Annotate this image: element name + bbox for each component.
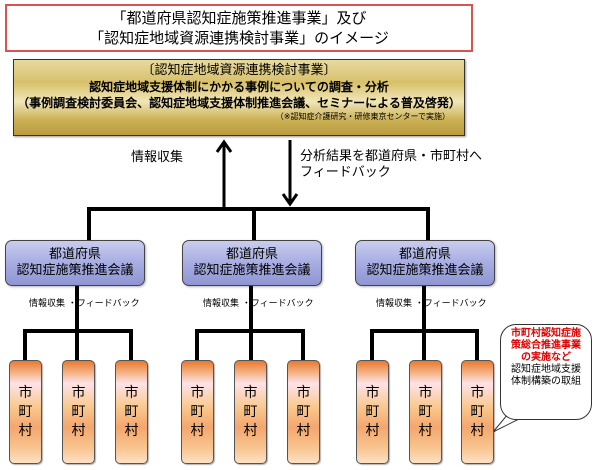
down-arrow-icon: [281, 140, 299, 207]
municipality-box: 市町村: [287, 360, 320, 464]
central-project-note: （※認知症介護研究・研修東京センターで実施）: [275, 112, 450, 121]
municipality-box: 市町村: [62, 360, 95, 464]
municipality-char: 村: [296, 422, 311, 439]
municipality-char: 市: [243, 384, 258, 401]
prefecture-label: 都道府県: [48, 247, 101, 262]
municipality-char: 村: [71, 422, 86, 439]
feedback-label-line-1: 分析結果を都道府県・市町村へ: [300, 149, 483, 164]
prefecture-feedback-label: 情報収集 ・フィードバック: [29, 299, 140, 309]
municipality-char: 市: [365, 384, 380, 401]
council-label: 認知症施策推進会議: [16, 263, 134, 278]
council-label: 認知症施策推進会議: [366, 263, 484, 278]
municipality-char: 町: [418, 403, 433, 420]
title-line-1: 「都道府県認知症施策推進事業」及び: [111, 9, 367, 27]
municipality-box: 市町村: [9, 360, 42, 464]
municipality-char: 市: [71, 384, 86, 401]
municipality-char: 町: [190, 403, 205, 420]
central-project-line-1: 認知症地域支援体制にかかる事例についての調査・分析: [89, 80, 389, 94]
prefecture-feedback-label: 情報収集 ・フィードバック: [376, 299, 487, 309]
central-project-heading: 〔認知症地域資源連携検討事業〕: [141, 63, 337, 78]
prefecture-label: 都道府県: [398, 247, 451, 262]
prefecture-label: 都道府県: [225, 247, 278, 262]
municipality-connector-2: [195, 286, 305, 361]
municipality-char: 町: [124, 403, 139, 420]
municipality-char: 村: [18, 422, 33, 439]
municipality-char: 市: [470, 384, 485, 401]
info-collection-label: 情報収集: [131, 150, 184, 165]
municipality-box: 市町村: [461, 360, 494, 464]
title-line-2: 「認知症地域資源連携検討事業」のイメージ: [89, 29, 389, 47]
municipality-char: 町: [18, 403, 33, 420]
municipality-char: 市: [418, 384, 433, 401]
municipality-connector-3: [370, 286, 479, 361]
municipality-char: 市: [18, 384, 33, 401]
municipality-char: 町: [243, 403, 258, 420]
municipality-char: 市: [296, 384, 311, 401]
municipality-char: 村: [190, 422, 205, 439]
municipality-box: 市町村: [181, 360, 214, 464]
callout-highlight-line-1: 市町村認知症施: [511, 328, 581, 339]
central-project-box: 〔認知症地域資源連携検討事業〕 認知症地域支援体制にかかる事例についての調査・分…: [13, 59, 465, 136]
municipality-char: 村: [243, 422, 258, 439]
diagram-title: 「都道府県認知症施策推進事業」及び 「認知症地域資源連携検討事業」のイメージ: [5, 4, 473, 52]
municipality-char: 村: [365, 422, 380, 439]
council-label: 認知症施策推進会議: [193, 263, 311, 278]
prefecture-council-box: 都道府県 認知症施策推進会議: [5, 240, 145, 286]
prefecture-connector: [87, 207, 430, 241]
prefecture-council-box: 都道府県 認知症施策推進会議: [182, 240, 322, 286]
municipality-char: 町: [470, 403, 485, 420]
prefecture-feedback-label: 情報収集 ・フィードバック: [203, 299, 314, 309]
municipality-box: 市町村: [234, 360, 267, 464]
municipality-box: 市町村: [409, 360, 442, 464]
callout-line-1: 認知症地域支援: [511, 364, 581, 375]
municipality-char: 村: [418, 422, 433, 439]
municipality-box: 市町村: [115, 360, 148, 464]
municipality-char: 市: [124, 384, 139, 401]
up-arrow-icon: [215, 139, 233, 207]
municipality-char: 村: [124, 422, 139, 439]
feedback-label-line-2: フィードバック: [300, 165, 391, 180]
municipality-char: 町: [296, 403, 311, 420]
municipality-connector-1: [23, 286, 133, 361]
municipality-char: 町: [71, 403, 86, 420]
municipality-char: 町: [365, 403, 380, 420]
municipality-char: 村: [470, 422, 485, 439]
prefecture-council-box: 都道府県 認知症施策推進会議: [355, 240, 495, 286]
municipality-char: 市: [190, 384, 205, 401]
central-project-line-2: （事例調査検討委員会、認知症地域支援体制推進会議、セミナーによる普及啓発）: [17, 96, 461, 110]
municipality-initiative-callout: 市町村認知症施 策総合推進事業 の実施など 認知症地域支援 体制構築の取組: [500, 324, 592, 420]
callout-line-2: 体制構築の取組: [511, 376, 581, 387]
municipality-box: 市町村: [356, 360, 389, 464]
callout-highlight-line-2: 策総合推進事業: [511, 340, 581, 351]
callout-highlight-line-3: の実施など: [521, 352, 571, 363]
